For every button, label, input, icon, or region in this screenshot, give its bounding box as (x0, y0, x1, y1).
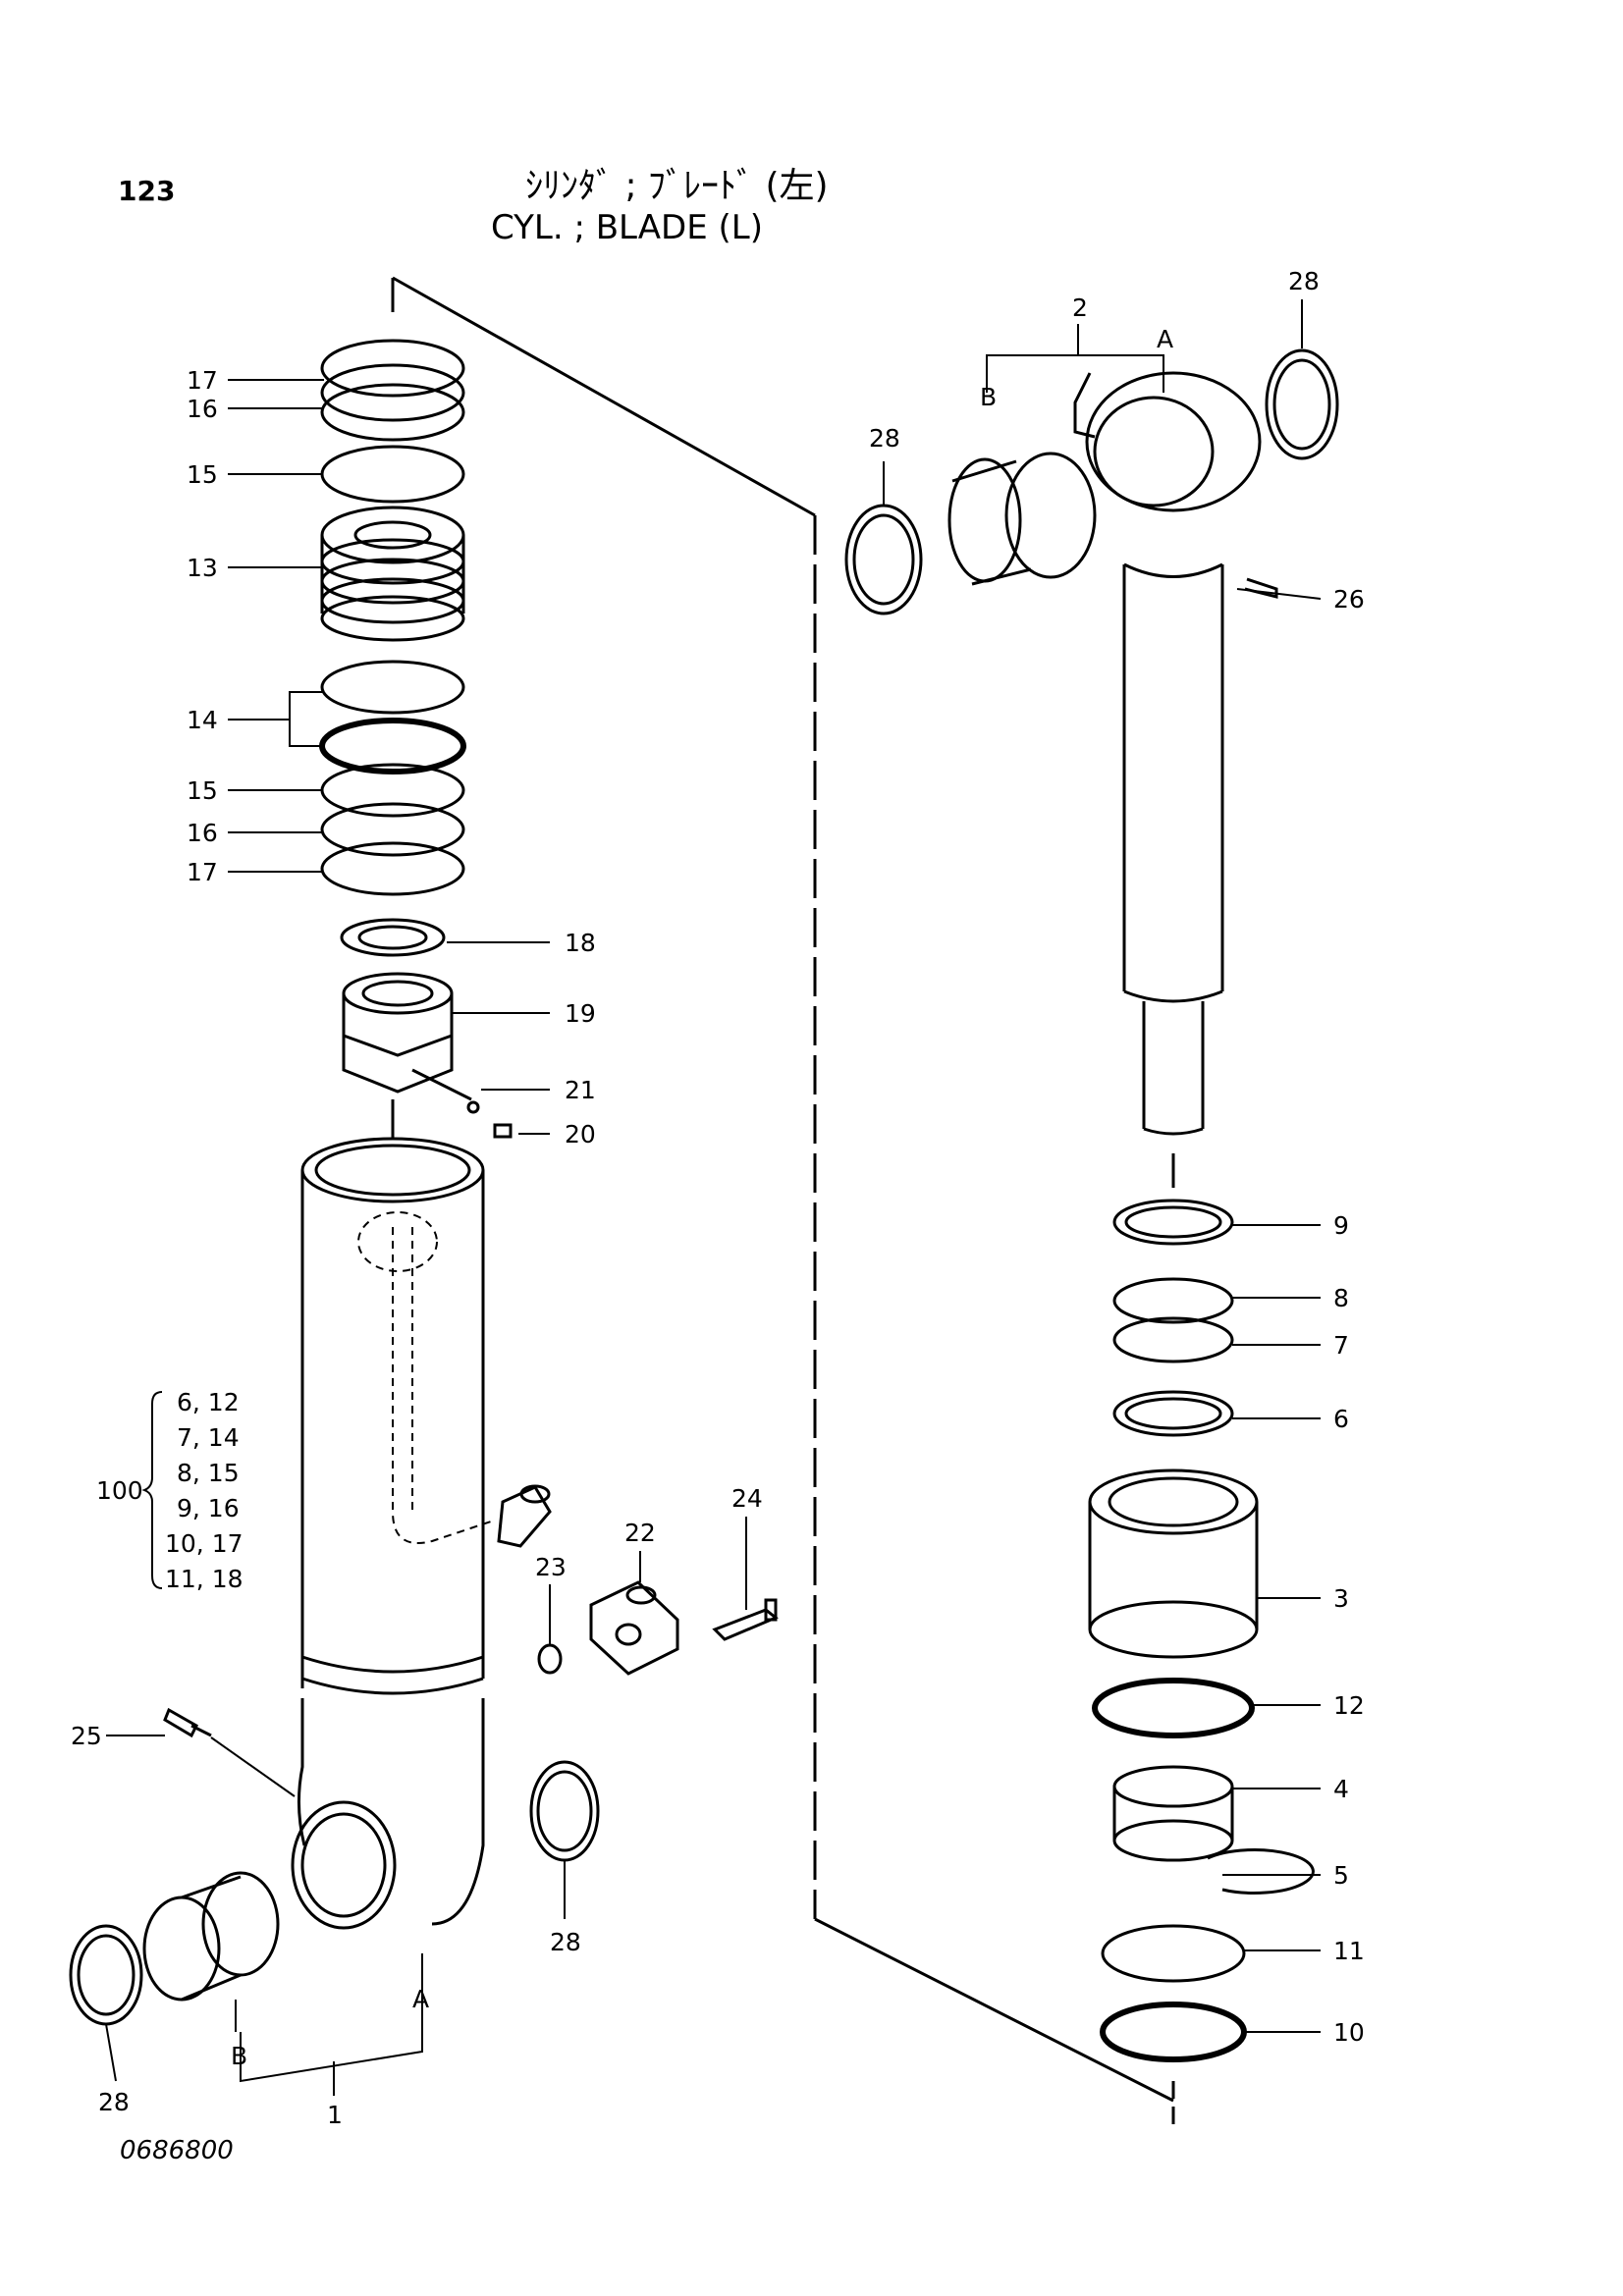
kit-100-item: 11, 18 (165, 1565, 243, 1593)
callout-6: 6 (1333, 1405, 1349, 1433)
title-japanese: ｼﾘﾝﾀﾞ ; ﾌﾞﾚｰﾄﾞ (左) (525, 166, 829, 206)
callout-15-bottom: 15 (187, 776, 218, 805)
callout-25: 25 (71, 1722, 102, 1750)
left-bushing-seals (69, 1760, 600, 2026)
drawing-number: 0686800 (120, 2136, 234, 2165)
callout-20: 20 (565, 1120, 596, 1148)
callout-9: 9 (1333, 1211, 1349, 1240)
callout-13: 13 (187, 554, 218, 582)
callout-24: 24 (731, 1484, 763, 1513)
callout-14: 14 (187, 706, 218, 734)
callout-8: 8 (1333, 1284, 1349, 1312)
callout-28-lower-right: 28 (550, 1928, 581, 1956)
piston-ring-stack (319, 339, 466, 957)
callout-B-upper: B (980, 383, 997, 411)
callout-A-upper: A (1157, 325, 1173, 353)
callout-16-top: 16 (187, 395, 218, 423)
rod-seal-stack (1088, 1199, 1315, 2062)
callout-11: 11 (1333, 1937, 1365, 1965)
callout-28-lower-left: 28 (98, 2088, 130, 2116)
callout-17-top: 17 (187, 366, 218, 395)
callout-3: 3 (1333, 1584, 1349, 1613)
grease-nipple-25 (163, 1707, 212, 1738)
kit-100-item: 8, 15 (177, 1459, 240, 1487)
callout-21: 21 (565, 1076, 596, 1104)
callout-5: 5 (1333, 1861, 1349, 1890)
callout-28-upper-left: 28 (869, 424, 900, 453)
kit-100-item: 9, 16 (177, 1494, 240, 1522)
callout-15-top: 15 (187, 460, 218, 489)
kit-100-item: 6, 12 (177, 1388, 240, 1416)
callout-22: 22 (624, 1519, 656, 1547)
callout-7: 7 (1333, 1331, 1349, 1360)
callout-2: 2 (1072, 294, 1088, 322)
callout-28-upper-right: 28 (1288, 267, 1320, 295)
callout-16-bottom: 16 (187, 819, 218, 847)
assembly-frame (391, 276, 1175, 2125)
cylinder-tube (291, 1137, 552, 1930)
leader-lines (105, 299, 1322, 2096)
port-block-assembly (537, 1580, 779, 1676)
page-number: 123 (118, 175, 176, 207)
callout-12: 12 (1333, 1691, 1365, 1720)
kit-100-item: 10, 17 (165, 1529, 243, 1558)
piston-rod (844, 348, 1339, 1136)
callout-19: 19 (565, 999, 596, 1028)
callout-10: 10 (1333, 2018, 1365, 2047)
callout-26: 26 (1333, 585, 1365, 614)
callout-100: 100 (96, 1476, 143, 1505)
callout-23: 23 (535, 1553, 567, 1581)
callout-B-lower: B (231, 2042, 247, 2070)
callout-4: 4 (1333, 1775, 1349, 1803)
kit-100-brace (141, 1391, 163, 1589)
gland-nut (342, 972, 513, 1139)
callout-labels: 17 16 15 13 14 15 16 17 18 19 21 20 22 2… (71, 267, 1365, 2129)
callout-A-lower: A (412, 1985, 429, 2013)
callout-17-bottom: 17 (187, 858, 218, 886)
callout-1: 1 (327, 2101, 343, 2129)
kit-100-item: 7, 14 (177, 1423, 240, 1452)
title-english: CYL. ; BLADE (L) (491, 208, 763, 247)
callout-18: 18 (565, 929, 596, 957)
